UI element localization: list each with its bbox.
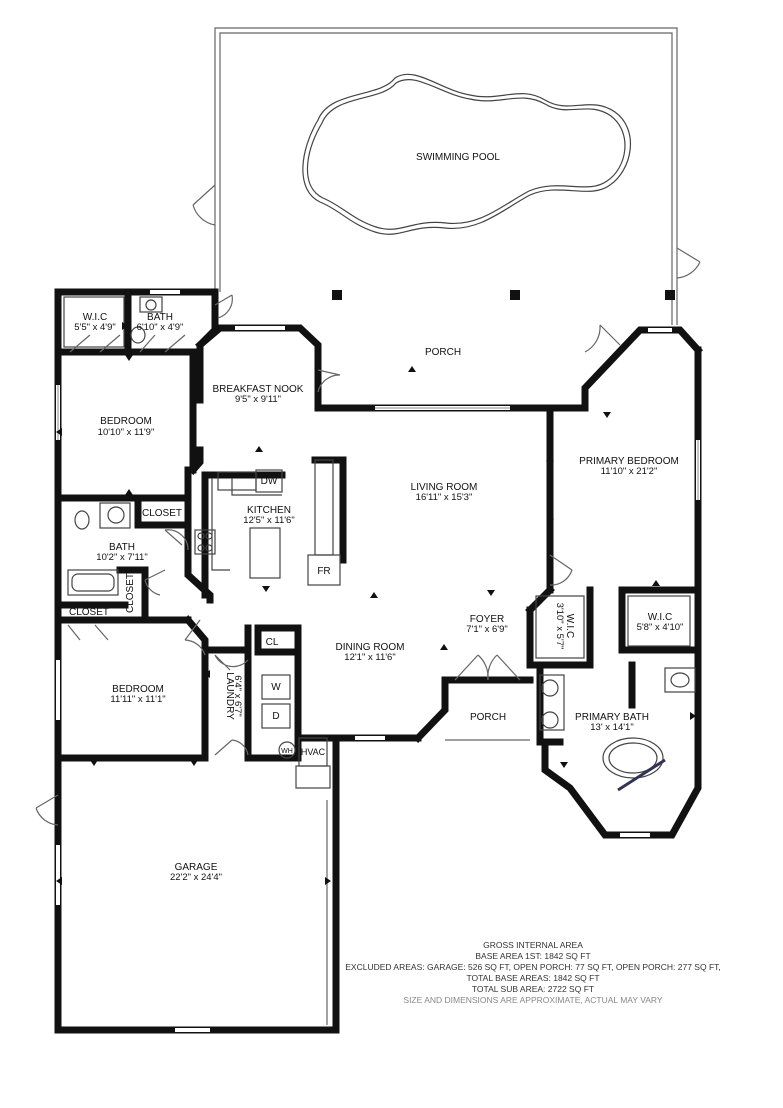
area-line-3: EXCLUDED AREAS: GARAGE: 526 SQ FT, OPEN …: [345, 962, 721, 972]
closet-cl-label: CL: [266, 637, 279, 648]
room-name-closet-a: CLOSET: [142, 508, 182, 519]
room-dim-bedroom-upper: 10'10" x 11'9": [98, 427, 155, 438]
room-name-bedroom-upper: BEDROOM: [100, 416, 152, 427]
room-name-foyer: FOYER: [470, 614, 504, 625]
room-name-primary-bath: PRIMARY BATH: [575, 712, 649, 723]
walls: [54, 288, 703, 1034]
room-labels: SWIMMING POOL PORCH W.I.C 5'5" x 4'9" BA…: [69, 152, 683, 883]
area-line-2: BASE AREA 1ST: 1842 SQ FT: [475, 951, 590, 961]
room-dim-laundry: 6'4" x 6'7": [232, 675, 243, 717]
windows: [56, 290, 700, 1032]
room-name-living-room: LIVING ROOM: [411, 482, 478, 493]
fixtures: [63, 296, 696, 1025]
room-name-bedroom-lower: BEDROOM: [112, 684, 164, 695]
room-dim-wic-primary: 5'8" x 4'10": [637, 622, 684, 633]
room-name-garage: GARAGE: [175, 862, 218, 873]
room-dim-garage: 22'2" x 24'4": [170, 872, 222, 883]
room-name-laundry: LAUNDRY: [224, 672, 235, 720]
doors: [35, 294, 621, 826]
room-dim-primary-bedroom: 11'10" x 21'2": [601, 466, 658, 477]
dishwasher-label: DW: [261, 476, 278, 487]
room-dim-kitchen: 12'5" x 11'6": [243, 515, 294, 526]
room-name-bath-middle: BATH: [109, 542, 135, 553]
room-dim-bath-upper: 6'10" x 4'9": [137, 322, 184, 333]
room-name-wic-foyer: W.I.C: [564, 614, 575, 638]
water-heater-label: WH: [281, 748, 293, 755]
room-dim-living-room: 16'11" x 15'3": [416, 492, 473, 503]
room-dim-bath-middle: 10'2" x 7'11": [96, 552, 147, 563]
room-name-dining-room: DINING ROOM: [336, 642, 405, 653]
area-line-1: GROSS INTERNAL AREA: [483, 940, 583, 950]
room-dim-bedroom-lower: 11'11" x 11'1": [110, 694, 165, 705]
room-name-breakfast-nook: BREAKFAST NOOK: [213, 384, 304, 395]
room-name-porch-front: PORCH: [470, 712, 506, 723]
room-dim-primary-bath: 13' x 14'1": [590, 722, 633, 733]
room-dim-breakfast-nook: 9'5" x 9'11": [235, 394, 281, 405]
room-name-primary-bedroom: PRIMARY BEDROOM: [579, 456, 679, 467]
room-name-swimming-pool: SWIMMING POOL: [416, 152, 500, 163]
area-line-5: TOTAL SUB AREA: 2722 SQ FT: [472, 984, 594, 994]
hvac-label: HVAC: [301, 747, 326, 757]
room-name-kitchen: KITCHEN: [247, 505, 291, 516]
room-name-closet-c: CLOSET: [125, 573, 136, 613]
swimming-pool-outline: [302, 73, 631, 235]
area-line-4: TOTAL BASE AREAS: 1842 SQ FT: [466, 973, 599, 983]
room-name-porch-rear: PORCH: [425, 347, 461, 358]
fridge-label: FR: [317, 566, 330, 577]
dimension-markers: [56, 289, 696, 885]
pool-enclosure: [192, 27, 701, 325]
room-name-closet-b: CLOSET: [69, 607, 109, 618]
room-name-wic: W.I.C: [83, 312, 107, 323]
room-dim-foyer: 7'1" x 6'9": [466, 624, 508, 635]
area-summary: GROSS INTERNAL AREA BASE AREA 1ST: 1842 …: [345, 940, 721, 1005]
room-dim-dining-room: 12'1" x 11'6": [344, 652, 395, 663]
fixture-labels: DW FR CL W D WH HVAC: [261, 476, 331, 757]
room-dim-wic: 5'5" x 4'9": [74, 322, 116, 333]
room-dim-wic-foyer: 3'10" x 5'7": [554, 603, 565, 650]
room-name-bath-upper: BATH: [147, 312, 173, 323]
washer-label: W: [271, 682, 281, 693]
room-name-wic-primary: W.I.C: [648, 612, 672, 623]
dryer-label: D: [272, 711, 279, 722]
area-line-6: SIZE AND DIMENSIONS ARE APPROXIMATE, ACT…: [403, 995, 662, 1005]
